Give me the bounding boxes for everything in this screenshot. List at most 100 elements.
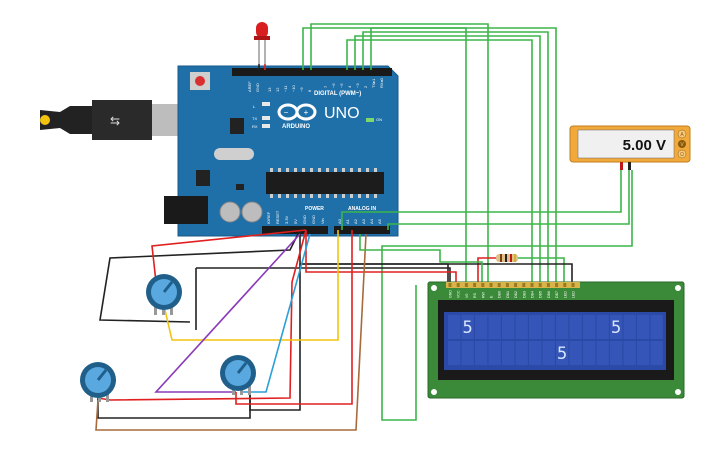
- analog-header[interactable]: [334, 226, 390, 234]
- svg-text:7: 7: [323, 85, 328, 88]
- lcd-cell: [596, 315, 609, 339]
- lcd-pin[interactable]: [473, 283, 477, 287]
- lcd-cell: [650, 341, 663, 365]
- lcd-cell: [461, 341, 474, 365]
- led-red[interactable]: [254, 22, 270, 64]
- svg-text:TX▸1: TX▸1: [371, 78, 376, 88]
- svg-text:A5: A5: [377, 218, 382, 224]
- lcd-cell: [623, 315, 636, 339]
- lcd-cell: [475, 315, 488, 339]
- lcd-cell: [610, 315, 623, 339]
- resistor[interactable]: [496, 254, 518, 262]
- svg-text:8: 8: [307, 89, 312, 92]
- svg-text:~3: ~3: [355, 83, 360, 88]
- gnd-label: GND: [255, 83, 260, 92]
- svg-text:4: 4: [347, 85, 352, 88]
- lcd-pin[interactable]: [522, 283, 526, 287]
- svg-text:3.3V: 3.3V: [284, 215, 289, 224]
- svg-text:+: +: [304, 108, 309, 117]
- svg-text:~11: ~11: [283, 85, 288, 92]
- lcd-pin[interactable]: [514, 283, 518, 287]
- lcd-pin[interactable]: [555, 283, 559, 287]
- lcd-pin-label: RS: [473, 292, 477, 298]
- lcd-pin[interactable]: [456, 283, 460, 287]
- mode-a-button[interactable]: [677, 129, 687, 139]
- lcd-cell: [529, 341, 542, 365]
- svg-text:V: V: [680, 142, 684, 148]
- power-label: POWER: [305, 206, 324, 212]
- potentiometer-2[interactable]: [80, 362, 116, 402]
- lcd-pin-label: RW: [481, 291, 485, 298]
- lcd-cell: [542, 341, 555, 365]
- potentiometer-3[interactable]: [220, 355, 256, 395]
- lcd-cell: [488, 341, 501, 365]
- lcd-cell: [569, 341, 582, 365]
- lcd-cell: [542, 315, 555, 339]
- digital-header[interactable]: [232, 68, 392, 76]
- lcd-pin[interactable]: [448, 283, 452, 287]
- svg-text:RESET: RESET: [275, 210, 280, 224]
- lcd-pin[interactable]: [571, 283, 575, 287]
- arduino-logo: − +: [277, 103, 317, 121]
- analog-label: ANALOG IN: [348, 206, 376, 212]
- svg-text:IOREF: IOREF: [266, 211, 271, 224]
- lcd-pin[interactable]: [546, 283, 550, 287]
- lcd-pin[interactable]: [481, 283, 485, 287]
- lcd-cell: [637, 315, 650, 339]
- potentiometer-1[interactable]: [146, 274, 182, 315]
- power-jack: [164, 196, 208, 224]
- lcd-cell: [515, 315, 528, 339]
- lcd-cell: [529, 315, 542, 339]
- lcd-pin[interactable]: [530, 283, 534, 287]
- lcd-cell: [488, 315, 501, 339]
- svg-text:−: −: [284, 108, 289, 117]
- lcd-cell: [461, 315, 474, 339]
- probe-negative[interactable]: [628, 162, 631, 170]
- lcd-pin[interactable]: [497, 283, 501, 287]
- on-label: ON: [376, 117, 382, 122]
- lcd-cell: [448, 315, 461, 339]
- rx-label: RX: [252, 124, 258, 129]
- svg-text:13: 13: [267, 87, 272, 92]
- mode-ohm-button[interactable]: [677, 149, 687, 159]
- svg-text:A: A: [680, 132, 684, 138]
- svg-text:~5: ~5: [339, 83, 344, 88]
- brand-label: UNO: [324, 105, 360, 122]
- usb-icon: ⇆: [110, 114, 120, 128]
- lcd-pin-label: VCC: [457, 290, 461, 298]
- probe-positive[interactable]: [620, 162, 623, 170]
- l-label: L: [253, 104, 256, 109]
- arduino-uno-board[interactable]: − + UNO ARDUINO DIGITAL (PWM~) POWER ANA…: [164, 65, 399, 237]
- svg-text:Ω: Ω: [680, 152, 684, 158]
- mode-v-button[interactable]: [678, 140, 686, 148]
- svg-text:A2: A2: [353, 218, 358, 224]
- lcd-pin[interactable]: [505, 283, 509, 287]
- multimeter[interactable]: 5.00 V A V Ω: [569, 125, 691, 170]
- lcd-pin[interactable]: [464, 283, 468, 287]
- svg-text:~6: ~6: [331, 83, 336, 88]
- lcd-cell: [569, 315, 582, 339]
- lcd-char: 5: [463, 318, 473, 338]
- lcd-pin-label: DB4: [531, 291, 535, 298]
- svg-text:RX◂0: RX◂0: [379, 77, 384, 88]
- lcd-cell: [637, 341, 650, 365]
- lcd-pin-label: DB2: [514, 291, 518, 298]
- lcd-pin[interactable]: [563, 283, 567, 287]
- svg-text:~10: ~10: [291, 84, 296, 92]
- lcd-pin-label: DB0: [498, 291, 502, 298]
- atmega-chip: [266, 172, 384, 194]
- lcd-pin[interactable]: [538, 283, 542, 287]
- lcd-cell: [448, 341, 461, 365]
- lcd-pin-header[interactable]: [446, 282, 580, 288]
- power-header[interactable]: [262, 226, 328, 234]
- svg-text:12: 12: [275, 87, 280, 92]
- lcd-cell: [583, 341, 596, 365]
- lcd-pin-label: DB3: [522, 291, 526, 298]
- lcd-cell: [596, 341, 609, 365]
- lcd-pin[interactable]: [489, 283, 493, 287]
- svg-text:GND: GND: [311, 215, 316, 224]
